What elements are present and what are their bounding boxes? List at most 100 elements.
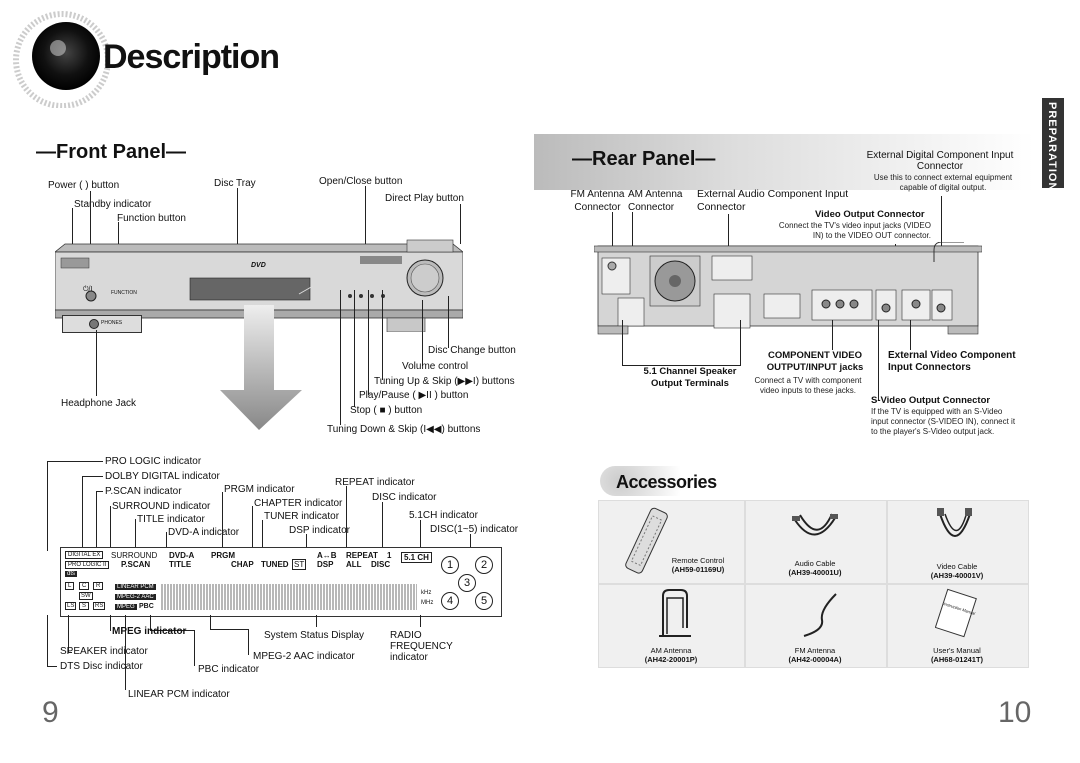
- accessory-code-fm: (AH42-00004A): [788, 655, 842, 664]
- label-pro-logic: PRO LOGIC indicator: [105, 456, 202, 467]
- label-dolby: DOLBY DIGITAL indicator: [105, 471, 220, 482]
- accessory-name-audio: Audio Cable: [794, 559, 836, 568]
- vfd-mpeg: MPEG: [115, 604, 137, 610]
- component-desc: Connect a TV with component video inputs…: [754, 376, 862, 395]
- label-chapter: CHAPTER indicator: [254, 498, 343, 509]
- label-ext-audio: External Audio Component Input Connector: [697, 188, 849, 213]
- am-antenna-icon: [655, 588, 695, 645]
- label-title: TITLE indicator: [137, 514, 205, 525]
- vfd-disc-5: 5: [475, 592, 493, 610]
- side-tab-label: PREPARATION: [1046, 102, 1058, 192]
- front-power-text: ⏻/I: [83, 286, 93, 293]
- vfd-dvda: DVD-A: [169, 551, 195, 560]
- label-repeat: REPEAT indicator: [335, 477, 415, 488]
- label-tuning-up: Tuning Up & Skip (▶▶I) buttons: [374, 376, 515, 387]
- accessory-code-manual: (AH68-01241T): [930, 655, 984, 664]
- label-disc-change: Disc Change button: [428, 345, 516, 356]
- accessory-code-audio: (AH39-40001U): [788, 568, 842, 577]
- vfd-disc-4: 4: [441, 592, 459, 610]
- vfd-st: ST: [292, 559, 307, 570]
- vfd-title: TITLE: [169, 560, 192, 569]
- label-pscan: P.SCAN indicator: [105, 486, 182, 497]
- down-arrow-graphic: [216, 305, 306, 430]
- fm-antenna-icon: [800, 590, 840, 645]
- video-cable-icon: [935, 508, 975, 561]
- vfd-spk-c: C: [79, 582, 90, 590]
- label-pbc: PBC indicator: [198, 664, 260, 675]
- vfd-surround: SURROUND: [111, 551, 158, 560]
- label-am-antenna: AM Antenna Connector: [628, 189, 683, 213]
- label-prgm: PRGM indicator: [224, 484, 295, 495]
- front-panel-heading: —Front Panel—: [36, 141, 187, 163]
- label-disc-tray: Disc Tray: [214, 178, 256, 189]
- label-video-out: Video Output Connector: [815, 209, 925, 220]
- label-fm-antenna: FM Antenna Connector: [570, 189, 625, 213]
- vfd-spk-s: S: [79, 602, 90, 610]
- accessories-heading-bg: [600, 466, 696, 496]
- label-direct-play: Direct Play button: [385, 193, 464, 204]
- header-disc-logo: [10, 8, 111, 109]
- label-dts: DTS Disc indicator: [60, 661, 143, 672]
- accessory-name-manual: User's Manual: [933, 646, 981, 655]
- vfd-disc: DISC: [371, 560, 391, 569]
- label-svideo: S-Video Output Connector: [871, 395, 991, 406]
- remote-control-icon: [622, 506, 672, 583]
- svideo-desc: If the TV is equipped with an S-Video in…: [871, 407, 1016, 436]
- label-power: Power ( ) button: [48, 180, 120, 191]
- accessory-code-video: (AH39-40001V): [930, 571, 984, 580]
- vfd-disc-3: 3: [458, 574, 476, 592]
- page-number-right: 10: [998, 696, 1032, 729]
- vfd-aac: MPEG-2 AAC: [115, 594, 156, 600]
- label-mpeg: MPEG indicator: [112, 626, 187, 637]
- vfd-one: 1: [387, 551, 392, 560]
- vfd-dts: dts: [65, 571, 78, 577]
- side-tab-preparation: PREPARATION: [1042, 98, 1064, 192]
- vfd-spk-l: L: [65, 582, 75, 590]
- accessories-heading: Accessories: [616, 472, 717, 492]
- vfd-spk-r: R: [93, 582, 104, 590]
- rear-panel-heading: —Rear Panel—: [572, 148, 716, 170]
- accessory-name-remote: Remote Control: [671, 556, 725, 565]
- label-open-close: Open/Close button: [319, 176, 403, 187]
- accessory-card-video: [887, 500, 1029, 584]
- vfd-prologic: PRO LOGIC II: [65, 561, 110, 569]
- label-stop: Stop ( ■ ) button: [350, 405, 423, 416]
- accessory-card-fm: [745, 584, 887, 668]
- label-tuning-down: Tuning Down & Skip (I◀◀) buttons: [327, 424, 481, 435]
- vfd-mhz: MHz: [421, 600, 434, 606]
- label-volume: Volume control: [402, 361, 469, 372]
- accessory-card-audio: [745, 500, 887, 584]
- vfd-display: DIGITAL EX PRO LOGIC II dts SURROUND P.S…: [60, 547, 502, 617]
- vfd-segment-digits: [161, 584, 417, 610]
- vfd-prgm: PRGM: [211, 551, 235, 560]
- label-tuner: TUNER indicator: [264, 511, 340, 522]
- front-dvd-logo: DVD: [251, 262, 266, 269]
- accessory-code-am: (AH42-20001P): [644, 655, 698, 664]
- label-play-pause: Play/Pause ( ▶II ) button: [359, 390, 469, 401]
- ext-digital-desc: Use this to connect external equipment c…: [873, 173, 1013, 192]
- front-function-text: FUNCTION: [111, 290, 137, 296]
- vfd-dsp: DSP: [317, 560, 334, 569]
- vfd-khz: kHz: [421, 590, 432, 596]
- audio-cable-icon: [790, 510, 840, 560]
- page-number-left: 9: [42, 696, 59, 729]
- vfd-repeat: REPEAT: [346, 551, 378, 560]
- label-ext-digital: External Digital Component Input Connect…: [866, 150, 1014, 172]
- page-title: Description: [103, 38, 280, 76]
- label-radio-freq: RADIO FREQUENCY indicator: [390, 630, 453, 663]
- label-system-status: System Status Display: [264, 630, 365, 641]
- manual-icon: Instruction Manual: [934, 588, 983, 643]
- vfd-disc-2: 2: [475, 556, 493, 574]
- accessory-card-remote: [598, 500, 745, 584]
- accessory-name-fm: FM Antenna: [794, 646, 836, 655]
- vfd-spk-sw: SW: [79, 592, 93, 600]
- vfd-lpcm: LINEAR PCM: [115, 584, 156, 590]
- label-speaker: SPEAKER indicator: [60, 646, 148, 657]
- vfd-pbc: PBC: [139, 603, 154, 610]
- label-ext-video: External Video Component Input Connector…: [888, 350, 1016, 373]
- vfd-all: ALL: [346, 560, 362, 569]
- label-component: COMPONENT VIDEO OUTPUT/INPUT jacks: [766, 350, 864, 373]
- label-lpcm: LINEAR PCM indicator: [128, 689, 230, 700]
- vfd-speaker-grid: L C R SW LS S RS: [65, 582, 113, 614]
- label-surround: SURROUND indicator: [112, 501, 211, 512]
